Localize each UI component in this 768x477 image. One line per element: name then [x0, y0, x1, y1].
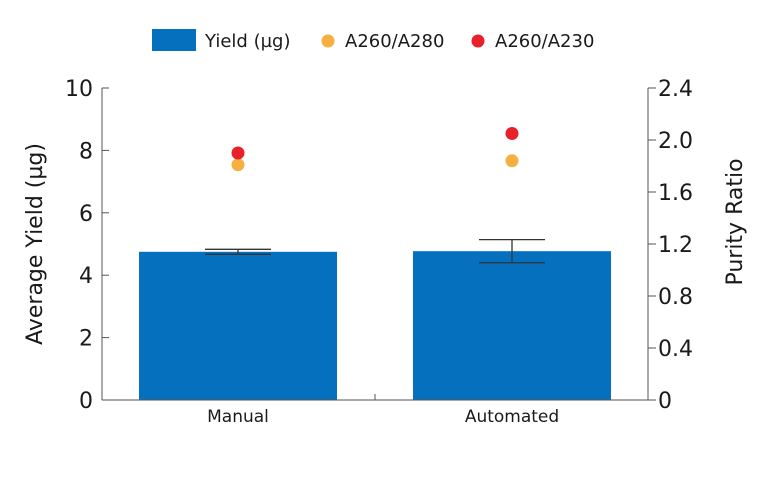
- right-tick-label: 1.6: [658, 181, 693, 206]
- y2-axis-title: Purity Ratio: [723, 158, 748, 285]
- right-tick-label: 0: [658, 389, 672, 414]
- marker-a260-a230-manual: [231, 146, 245, 160]
- left-tick-label: 2: [79, 327, 93, 352]
- bar-automated: [413, 251, 611, 400]
- left-tick-label: 4: [79, 264, 93, 289]
- marker-a260-a280-manual: [231, 158, 245, 172]
- plot-area: [139, 127, 611, 400]
- category-label-manual: Manual: [207, 407, 269, 427]
- right-tick-label: 0.4: [658, 337, 693, 362]
- legend-label-yield: Yield (µg): [204, 31, 291, 52]
- legend: Yield (µg) A260/A280 A260/A230: [152, 29, 594, 52]
- marker-a260-a230-automated: [505, 127, 519, 140]
- legend-label-a260-a230: A260/A230: [495, 31, 594, 52]
- marker-a260-a280-automated: [505, 154, 519, 168]
- right-tick-label: 1.2: [658, 233, 693, 258]
- right-tick-label: 2.4: [658, 77, 693, 102]
- left-tick-label: 6: [79, 202, 93, 227]
- right-tick-label: 2.0: [658, 129, 693, 154]
- y-axis-title: Average Yield (µg): [23, 143, 48, 345]
- left-tick-label: 8: [79, 139, 93, 164]
- right-tick-label: 0.8: [658, 285, 693, 310]
- left-tick-label: 10: [65, 77, 93, 102]
- category-label-automated: Automated: [465, 407, 559, 427]
- bar-manual: [139, 251, 337, 400]
- legend-marker-a260-a230: [471, 34, 485, 48]
- legend-swatch-yield: [152, 29, 196, 51]
- left-tick-label: 0: [79, 389, 93, 414]
- axes: 0 2 4 6 8 10 0 0.4 0.8 1.2 1.6 2.0 2.4: [65, 77, 693, 414]
- legend-label-a260-a280: A260/A280: [345, 31, 444, 52]
- legend-marker-a260-a280: [321, 34, 335, 48]
